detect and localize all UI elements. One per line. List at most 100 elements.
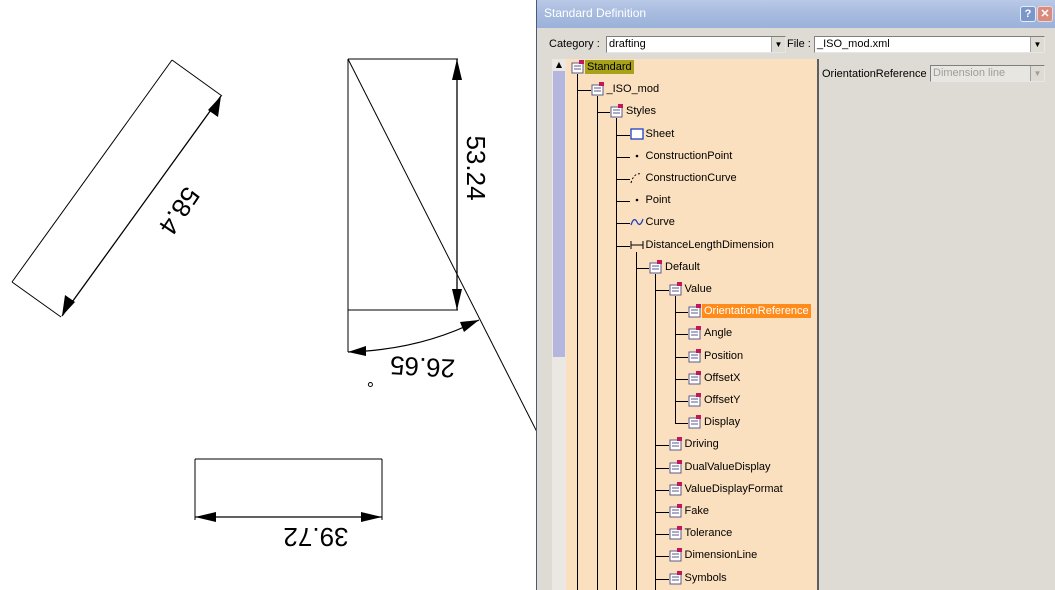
tree-node[interactable]: Fake — [669, 504, 711, 520]
tree-connector — [655, 556, 669, 558]
tree-connector — [655, 290, 669, 291]
tree-node[interactable]: Display — [688, 415, 742, 431]
tree-node-label: Tolerance — [684, 527, 733, 540]
scroll-up-icon[interactable]: ▲ — [555, 60, 563, 69]
tree-connector — [616, 179, 630, 180]
help-button[interactable]: ? — [1020, 6, 1036, 22]
tree-node[interactable]: DualValueDisplay — [669, 459, 773, 476]
tree-node-label: Styles — [626, 105, 656, 118]
folder-icon — [669, 504, 683, 518]
dim-label-angle: 26.65 — [389, 350, 456, 383]
tree-connector — [674, 334, 688, 336]
tree-node-label: Display — [704, 416, 741, 429]
tree-node[interactable]: Angle — [688, 326, 734, 342]
tree-node[interactable]: Driving — [669, 437, 721, 453]
tree-node-label: Symbols — [684, 571, 727, 584]
tree-node[interactable]: _ISO_mod — [591, 82, 662, 98]
close-button[interactable]: ✕ — [1037, 6, 1053, 22]
tree-connector — [655, 512, 669, 513]
folder-icon — [669, 570, 683, 585]
dot-icon — [630, 149, 644, 163]
tree-connector — [674, 378, 688, 380]
file-select[interactable]: _ISO_mod.xml ▼ — [814, 36, 1045, 53]
tree-node[interactable]: Styles — [610, 104, 658, 120]
tree-connector — [616, 201, 630, 203]
vertical-dimension[interactable]: 53.24 — [347, 58, 538, 433]
tree-node[interactable]: Position — [688, 348, 745, 365]
tree-node[interactable]: Point — [630, 193, 673, 209]
file-label: File : — [787, 38, 811, 50]
tree-connector — [674, 423, 688, 425]
dot-icon — [630, 193, 644, 207]
tree-node-label: ConstructionCurve — [645, 172, 737, 184]
tree-node[interactable]: Sheet — [629, 127, 677, 143]
folder-icon — [688, 304, 702, 318]
dim-label-vertical: 53.24 — [461, 135, 491, 200]
angle-dimension[interactable]: 26.65 ° — [347, 319, 480, 390]
tree-node[interactable]: OffsetX — [688, 370, 742, 387]
chevron-down-icon[interactable]: ▼ — [771, 37, 785, 52]
tree-node[interactable]: Default — [649, 259, 702, 276]
horizontal-dimension[interactable]: 39.72 — [194, 458, 383, 552]
tree-node-label: Curve — [645, 216, 675, 229]
tree-node[interactable]: Standard — [571, 60, 634, 76]
tree-connector — [577, 74, 578, 590]
angled-dimension[interactable]: 58.4 — [11, 59, 223, 318]
folder-icon — [649, 259, 663, 274]
tree-connector — [674, 296, 676, 425]
tree-connector — [577, 90, 591, 92]
tree-node[interactable]: Curve — [629, 215, 677, 231]
tree-node[interactable]: Symbols — [669, 570, 729, 587]
tree-connector — [674, 356, 688, 358]
folder-icon — [571, 60, 585, 74]
tree-node[interactable]: ConstructionPoint — [630, 149, 735, 165]
folder-icon — [669, 282, 683, 296]
tree-node-label: Default — [665, 260, 700, 273]
tree-node[interactable]: OrientationReference — [688, 304, 811, 320]
tree-node-label: OrientationReference — [702, 304, 811, 319]
tree-node[interactable]: OffsetY — [688, 393, 742, 409]
tree-connector — [655, 578, 669, 580]
tree-connector — [655, 534, 669, 536]
tree-node-label: ConstructionPoint — [645, 149, 733, 162]
chevron-down-icon[interactable]: ▼ — [1030, 66, 1044, 81]
tree-node[interactable]: DistanceLengthDimension — [630, 238, 776, 254]
dialog-titlebar[interactable]: Standard Definition ? ✕ — [537, 0, 1055, 28]
dimension-icon — [630, 238, 644, 252]
tree-node[interactable]: DimensionLine — [669, 548, 760, 564]
panel-divider[interactable] — [817, 59, 819, 590]
tree-node[interactable]: Value — [669, 282, 714, 298]
orientation-reference-select[interactable]: Dimension line ▼ — [930, 65, 1045, 82]
folder-icon — [669, 548, 683, 562]
category-select[interactable]: drafting ▼ — [606, 36, 786, 53]
tree-scrollbar[interactable]: ▲ — [552, 59, 566, 590]
tree-connector — [655, 489, 669, 491]
tree-connector — [616, 134, 630, 136]
folder-icon — [591, 82, 605, 96]
tree-node-label: Point — [645, 194, 671, 207]
tree-node-label: Fake — [684, 505, 709, 517]
tree-node-label: _ISO_mod — [606, 83, 660, 96]
tree-connector — [655, 273, 656, 590]
tree-connector — [674, 312, 688, 314]
folder-icon — [688, 415, 702, 429]
folder-icon — [669, 437, 683, 451]
tree-node-label: Sheet — [645, 127, 675, 140]
curve-icon — [629, 215, 644, 229]
tree-node[interactable]: Tolerance — [669, 526, 735, 542]
tree-node-label: Standard — [585, 60, 634, 74]
tree-node-label: DistanceLengthDimension — [645, 238, 774, 251]
tree-node-label: DimensionLine — [684, 549, 758, 562]
tree-node-label: Position — [704, 349, 744, 362]
tree-node[interactable]: ConstructionCurve — [630, 171, 739, 187]
dim-label-angled: 58.4 — [153, 182, 206, 241]
tree-node[interactable]: ValueDisplayFormat — [669, 481, 785, 498]
scroll-thumb[interactable] — [553, 71, 565, 357]
chevron-down-icon[interactable]: ▼ — [1030, 37, 1044, 52]
dim-label-angle-degree: ° — [367, 370, 374, 390]
tree-connector — [655, 467, 669, 469]
tree-node-label: ValueDisplayFormat — [684, 482, 783, 495]
tree-connector — [596, 112, 610, 114]
